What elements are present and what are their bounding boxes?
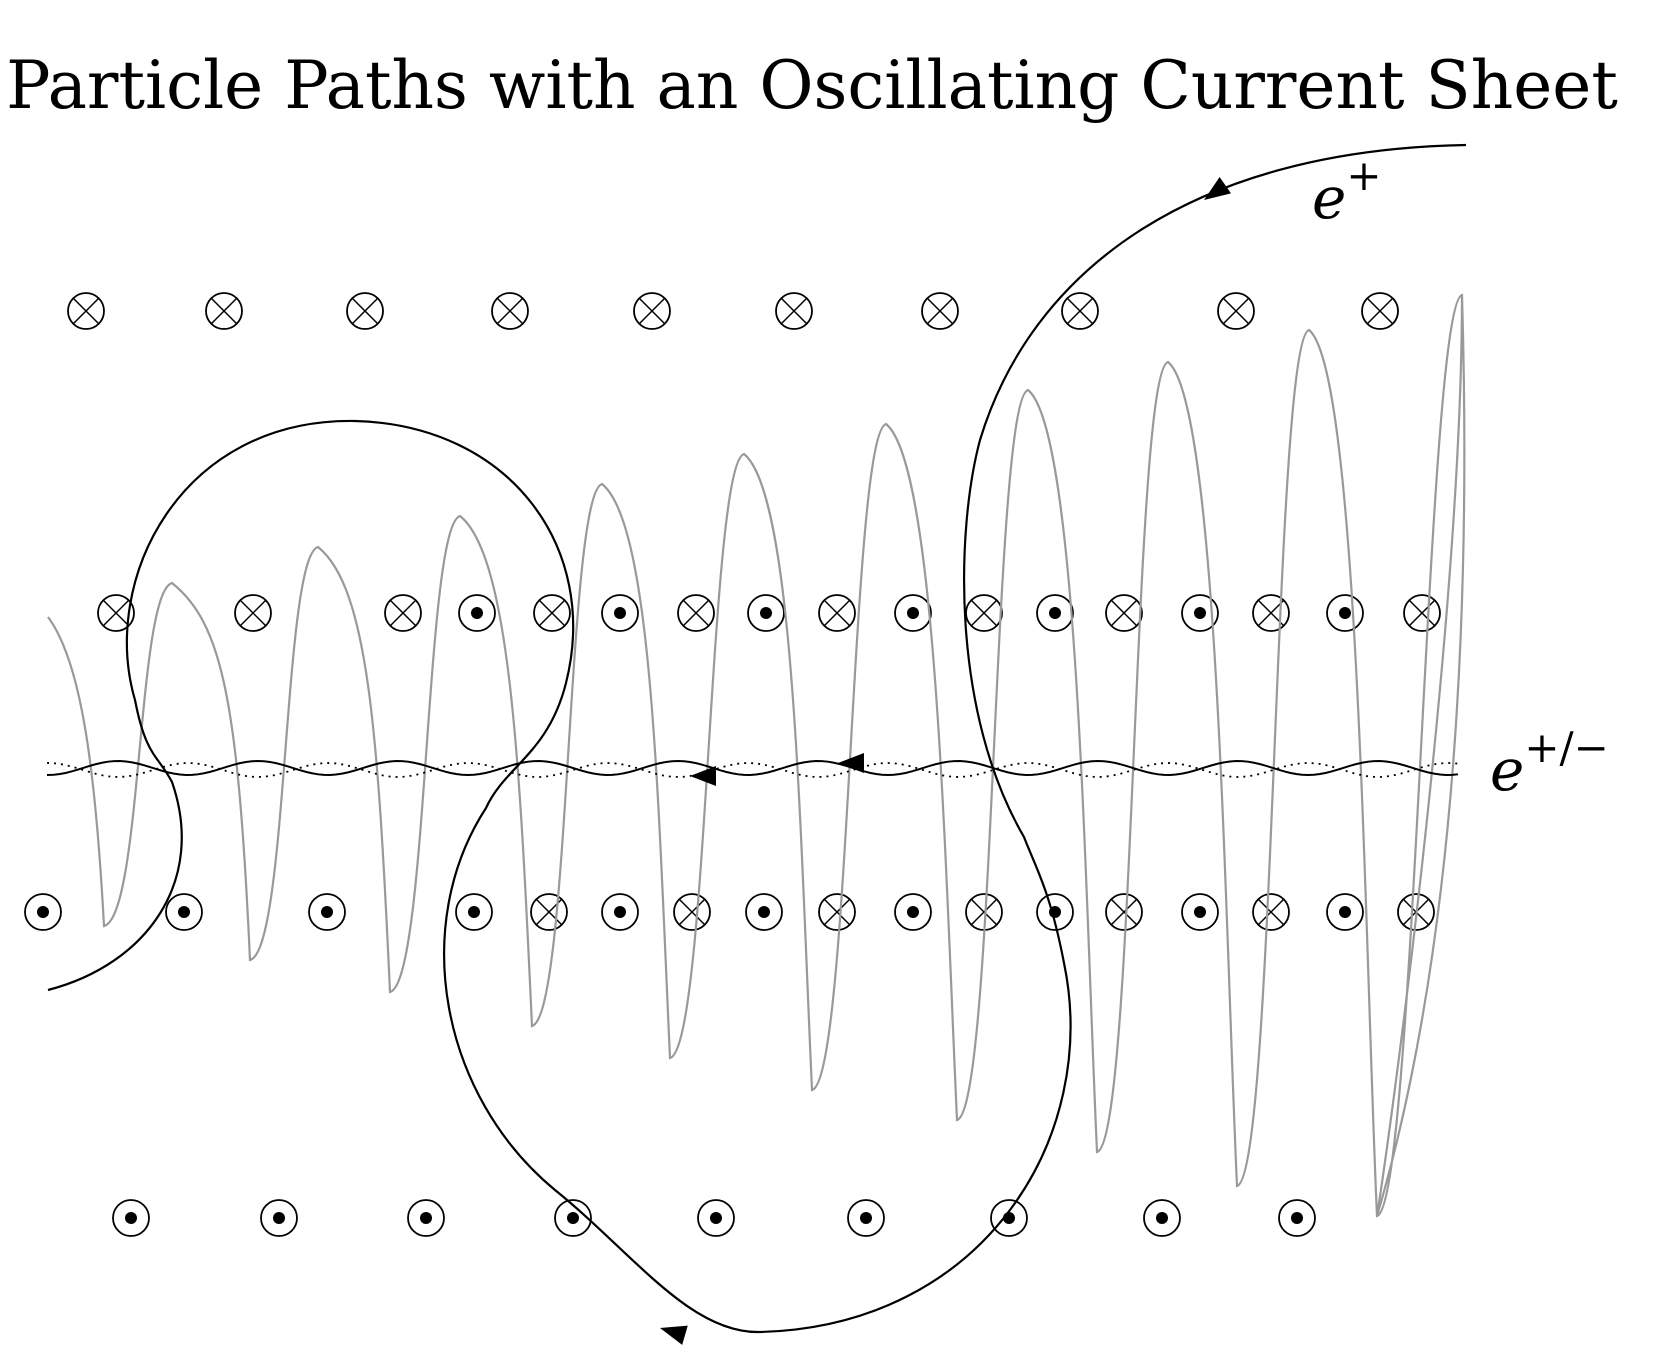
field-into-page-symbol xyxy=(1105,594,1143,632)
field-out-of-page-symbol xyxy=(165,893,203,931)
field-into-page-symbol xyxy=(673,893,711,931)
field-into-page-symbol xyxy=(346,292,384,330)
field-out-of-page-symbol xyxy=(601,893,639,931)
field-into-page-symbol xyxy=(67,292,105,330)
field-out-of-page-symbol xyxy=(458,594,496,632)
field-out-of-page-symbol xyxy=(24,893,62,931)
direction-arrow xyxy=(838,753,864,773)
field-into-page-symbol xyxy=(921,292,959,330)
field-out-of-page-symbol xyxy=(601,594,639,632)
field-into-page-symbol xyxy=(633,292,671,330)
field-into-page-symbol xyxy=(205,292,243,330)
field-out-of-page-symbol xyxy=(260,1199,298,1237)
field-out-of-page-symbol xyxy=(894,893,932,931)
field-out-of-page-symbol xyxy=(455,893,493,931)
field-into-page-symbol xyxy=(1061,292,1099,330)
gyration-loops xyxy=(47,143,1467,1334)
current-sheet-paths xyxy=(47,759,1459,778)
field-out-of-page-symbol xyxy=(1326,893,1364,931)
field-out-of-page-symbol xyxy=(1326,594,1364,632)
field-out-of-page-symbol xyxy=(407,1199,445,1237)
electron-positron-label: e+/− xyxy=(1490,723,1609,804)
field-into-page-symbol xyxy=(530,893,568,931)
solid-meandering-path xyxy=(47,759,1459,777)
field-into-page-symbol xyxy=(384,594,422,632)
grey-oscillating-trajectory xyxy=(47,293,1466,1218)
field-out-of-page-symbol xyxy=(1036,594,1074,632)
field-into-page-symbol xyxy=(1252,893,1290,931)
field-out-of-page-symbol xyxy=(1143,1199,1181,1237)
field-into-page-symbol xyxy=(818,594,856,632)
field-out-of-page-symbol xyxy=(308,893,346,931)
field-into-page-symbol xyxy=(1361,292,1399,330)
field-out-of-page-symbol xyxy=(1181,893,1219,931)
positron-label: e+ xyxy=(1312,151,1382,232)
direction-arrow xyxy=(1204,176,1232,200)
field-out-of-page-symbol xyxy=(894,594,932,632)
oscillating-particle-path xyxy=(47,293,1466,1218)
field-into-page-symbol xyxy=(677,594,715,632)
direction-arrows xyxy=(660,176,1232,1345)
field-out-of-page-symbol xyxy=(554,1199,592,1237)
magnetic-field-symbols xyxy=(24,292,1441,1237)
field-into-page-symbol xyxy=(491,292,529,330)
field-into-page-symbol xyxy=(965,594,1003,632)
field-into-page-symbol xyxy=(775,292,813,330)
field-into-page-symbol xyxy=(97,594,135,632)
direction-arrow xyxy=(660,1325,688,1345)
field-out-of-page-symbol xyxy=(1181,594,1219,632)
field-into-page-symbol xyxy=(234,594,272,632)
diagram-title: Particle Paths with an Oscillating Curre… xyxy=(6,47,1618,124)
field-out-of-page-symbol xyxy=(990,1199,1028,1237)
field-out-of-page-symbol xyxy=(112,1199,150,1237)
field-into-page-symbol xyxy=(1252,594,1290,632)
field-out-of-page-symbol xyxy=(745,893,783,931)
field-out-of-page-symbol xyxy=(847,1199,885,1237)
field-out-of-page-symbol xyxy=(747,594,785,632)
field-into-page-symbol xyxy=(533,594,571,632)
positron-gyration-path xyxy=(47,143,1467,1334)
field-into-page-symbol xyxy=(1105,893,1143,931)
field-into-page-symbol xyxy=(1217,292,1255,330)
field-out-of-page-symbol xyxy=(697,1199,735,1237)
field-out-of-page-symbol xyxy=(1278,1199,1316,1237)
field-into-page-symbol xyxy=(1403,594,1441,632)
direction-arrow xyxy=(690,766,716,786)
field-into-page-symbol xyxy=(818,893,856,931)
